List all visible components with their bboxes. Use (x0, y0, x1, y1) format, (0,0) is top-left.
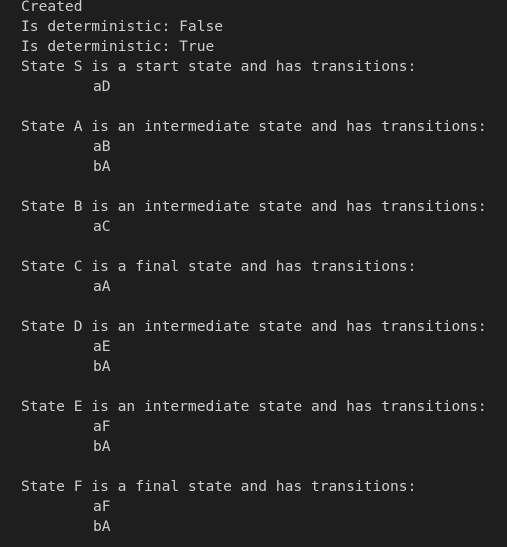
transition-line: bA (93, 358, 111, 375)
state-block-a: State A is an intermediate state and has… (21, 117, 507, 177)
transition-line: bA (93, 158, 111, 175)
state-block-c: State C is a final state and has transit… (21, 257, 507, 297)
state-block-f: State F is a final state and has transit… (21, 477, 507, 537)
output-line-deterministic-true: Is deterministic: True (21, 38, 215, 55)
state-block-e: State E is an intermediate state and has… (21, 397, 507, 457)
state-block-s: State S is a start state and has transit… (21, 57, 507, 97)
blank-line (21, 297, 507, 317)
transition-line: aD (93, 78, 111, 95)
state-heading: State D is an intermediate state and has… (21, 318, 487, 335)
transition-line: bA (93, 438, 111, 455)
transition-line: bA (93, 518, 111, 535)
blank-line (21, 97, 507, 117)
blank-line (21, 237, 507, 257)
state-heading: State E is an intermediate state and has… (21, 398, 487, 415)
state-heading: State B is an intermediate state and has… (21, 198, 487, 215)
state-heading: State F is a final state and has transit… (21, 478, 417, 495)
blank-line (21, 457, 507, 477)
transition-line: aB (93, 138, 111, 155)
blank-line (21, 177, 507, 197)
transition-line: aA (93, 278, 111, 295)
transition-line: aF (93, 418, 111, 435)
transition-line: aE (93, 338, 111, 355)
output-line-created: Created (21, 0, 83, 15)
state-heading: State C is a final state and has transit… (21, 258, 417, 275)
blank-line (21, 377, 507, 397)
state-heading: State S is a start state and has transit… (21, 58, 417, 75)
state-block-b: State B is an intermediate state and has… (21, 197, 507, 237)
output-line-deterministic-false: Is deterministic: False (21, 18, 224, 35)
state-heading: State A is an intermediate state and has… (21, 118, 487, 135)
state-block-d: State D is an intermediate state and has… (21, 317, 507, 377)
transition-line: aC (93, 218, 111, 235)
transition-line: aF (93, 498, 111, 515)
